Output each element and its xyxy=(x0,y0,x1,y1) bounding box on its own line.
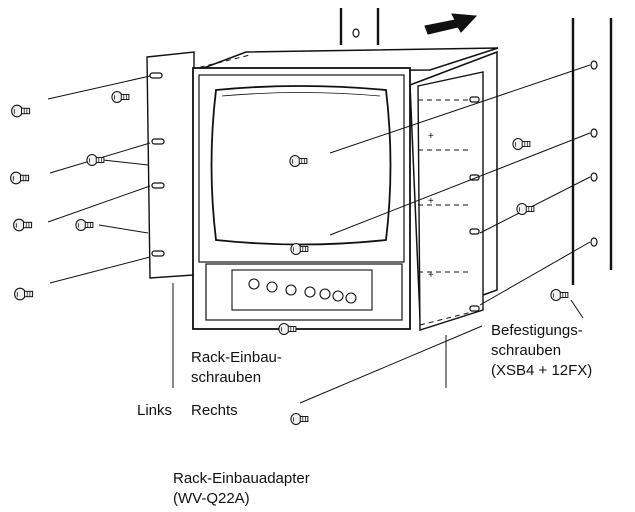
svg-text:+: + xyxy=(428,196,434,207)
control-knobs xyxy=(248,278,357,304)
right-bracket-slots xyxy=(469,96,480,312)
screw-icon xyxy=(512,137,531,151)
hidden-edges xyxy=(155,54,473,326)
screw-icon xyxy=(550,288,569,302)
rail-holes xyxy=(352,28,598,247)
screw-icon xyxy=(516,202,535,216)
screw-icon xyxy=(11,104,31,118)
screw-icon xyxy=(14,287,34,301)
label-fixing-screws-2: schrauben xyxy=(491,342,562,359)
svg-text:+: + xyxy=(428,270,434,281)
label-adapter-1: Rack-Einbauadapter xyxy=(173,470,310,487)
hole-marks: + + + xyxy=(428,131,434,281)
label-fixing-screws-1: Befestigungs- xyxy=(491,322,583,339)
svg-text:+: + xyxy=(428,131,434,142)
label-fixing-screws-3: (XSB4 + 12FX) xyxy=(491,362,593,379)
label-rack-screws-1: Rack-Einbau- xyxy=(191,349,282,366)
screw-icon xyxy=(13,218,33,232)
right-bracket xyxy=(417,71,484,331)
left-bracket xyxy=(146,51,195,279)
screw-icon xyxy=(10,171,30,185)
label-rack-screws-2: schrauben xyxy=(191,369,262,386)
screw-icon xyxy=(75,218,94,232)
label-right: Rechts xyxy=(191,402,238,419)
rack-rails xyxy=(339,8,613,285)
label-left: Links xyxy=(137,402,173,419)
label-adapter-2: (WV-Q22A) xyxy=(173,490,250,507)
monitor-front xyxy=(192,67,411,330)
screw-icon xyxy=(290,412,309,426)
screw-icon xyxy=(86,153,105,167)
left-bracket-slots xyxy=(149,72,165,257)
screw-icon xyxy=(111,90,130,104)
arrow-icon xyxy=(424,13,478,35)
